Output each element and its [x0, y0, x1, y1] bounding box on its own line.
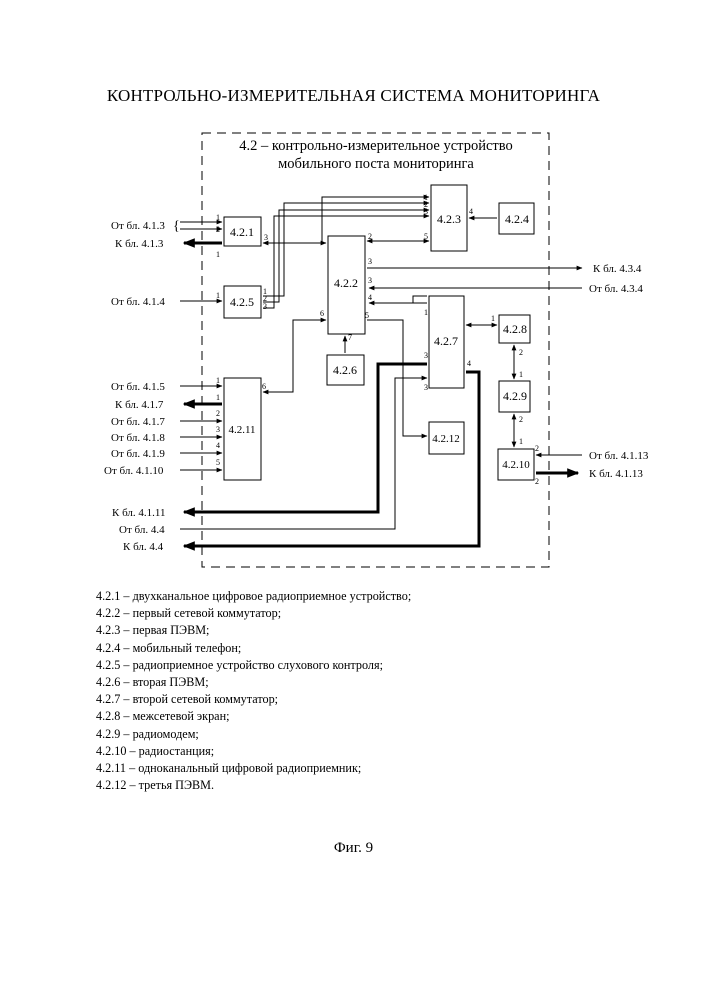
block-label: 4.2.2 [334, 276, 358, 290]
brace: { [173, 219, 180, 234]
port-number: 2 [216, 225, 220, 234]
block-label: 4.2.1 [230, 225, 254, 239]
legend-item: 4.2.6 – вторая ПЭВМ; [96, 674, 411, 691]
port-number: 4 [368, 293, 372, 302]
block-label: 4.2.9 [503, 389, 527, 403]
legend-item: 4.2.4 – мобильный телефон; [96, 640, 411, 657]
port-number: 5 [424, 232, 428, 241]
port-number: 1 [519, 370, 523, 379]
port-number: 3 [216, 425, 220, 434]
port-number: 4 [467, 359, 471, 368]
legend-item: 4.2.10 – радиостанция; [96, 743, 411, 760]
port-number: 1 [216, 250, 220, 259]
port-number: 1 [216, 376, 220, 385]
label-to-417: К бл. 4.1.7 [115, 399, 164, 411]
label-to-413: К бл. 4.1.3 [115, 238, 164, 250]
block-label: 4.2.3 [437, 212, 461, 226]
label-from-417: От бл. 4.1.7 [111, 416, 165, 428]
port-number: 7 [348, 333, 352, 342]
label-from-4113: От бл. 4.1.13 [589, 450, 649, 462]
legend-list: 4.2.1 – двухканальное цифровое радиоприе… [96, 588, 411, 794]
legend-item: 4.2.7 – второй сетевой коммутатор; [96, 691, 411, 708]
label-from-434: От бл. 4.3.4 [589, 283, 643, 295]
label-to-44: К бл. 4.4 [123, 541, 164, 553]
port-number: 3 [368, 276, 372, 285]
block-4-2-7: 4.2.7 [429, 296, 464, 388]
block-label: 4.2.12 [432, 433, 460, 445]
port-number: 1 [424, 308, 428, 317]
port-number: 1 [519, 437, 523, 446]
port-number: 6 [262, 382, 266, 391]
legend-item: 4.2.5 – радиоприемное устройство слухово… [96, 657, 411, 674]
port-number: 2 [519, 348, 523, 357]
legend-item: 4.2.12 – третья ПЭВМ. [96, 777, 411, 794]
container-title-line2: мобильного поста мониторинга [278, 156, 474, 172]
block-diagram: 4.2 – контрольно-измерительное устройств… [0, 0, 707, 580]
block-label: 4.2.11 [228, 424, 255, 436]
block-label: 4.2.7 [434, 334, 458, 348]
port-number: 2 [535, 444, 539, 453]
legend-item: 4.2.1 – двухканальное цифровое радиоприе… [96, 588, 411, 605]
block-4-2-6: 4.2.6 [327, 355, 364, 385]
port-number: 2 [519, 415, 523, 424]
port-number: 3 [424, 351, 428, 360]
label-from-418: От бл. 4.1.8 [111, 432, 165, 444]
legend-item: 4.2.2 – первый сетевой коммутатор; [96, 605, 411, 622]
block-label: 4.2.5 [230, 295, 254, 309]
block-4-2-11: 4.2.11 [224, 378, 261, 480]
port-number: 3 [264, 233, 268, 242]
label-to-434: К бл. 4.3.4 [593, 263, 642, 275]
port-number: 5 [216, 458, 220, 467]
legend-item: 4.2.8 – межсетевой экран; [96, 708, 411, 725]
port-number: 6 [320, 309, 324, 318]
label-from-44: От бл. 4.4 [119, 524, 165, 536]
port-number: 2 [216, 409, 220, 418]
label-from-4110: От бл. 4.1.10 [104, 465, 164, 477]
block-4-2-1: 4.2.1 [224, 217, 261, 246]
port-number: 2 [535, 477, 539, 486]
label-from-413: От бл. 4.1.3 [111, 220, 165, 232]
block-4-2-12: 4.2.12 [429, 422, 464, 454]
label-to-4111: К бл. 4.1.11 [112, 507, 166, 519]
port-number: 5 [365, 311, 369, 320]
label-from-419: От бл. 4.1.9 [111, 448, 165, 460]
legend-item: 4.2.9 – радиомодем; [96, 726, 411, 743]
legend-item: 4.2.3 – первая ПЭВМ; [96, 622, 411, 639]
figure-caption: Фиг. 9 [0, 840, 707, 857]
label-from-414: От бл. 4.1.4 [111, 296, 165, 308]
container-title-line1: 4.2 – контрольно-измерительное устройств… [239, 138, 512, 154]
port-number: 2 [368, 232, 372, 241]
port-number: 4 [469, 207, 473, 216]
port-number: 3 [424, 207, 428, 216]
port-number: 3 [424, 383, 428, 392]
label-from-415: От бл. 4.1.5 [111, 381, 165, 393]
block-4-2-3: 4.2.3 [431, 185, 467, 251]
port-number: 1 [216, 393, 220, 402]
port-number: 1 [216, 213, 220, 222]
block-4-2-4: 4.2.4 [499, 203, 534, 234]
block-label: 4.2.8 [503, 322, 527, 336]
port-number: 1 [491, 314, 495, 323]
block-4-2-5: 4.2.5 [224, 286, 261, 318]
label-to-4113: К бл. 4.1.13 [589, 468, 643, 480]
port-number: 3 [263, 302, 267, 311]
port-number: 3 [368, 257, 372, 266]
port-number: 4 [216, 441, 220, 450]
port-number: 1 [216, 291, 220, 300]
block-label: 4.2.10 [502, 459, 530, 471]
block-4-2-8: 4.2.8 [499, 315, 530, 343]
block-label: 4.2.6 [333, 363, 357, 377]
block-4-2-9: 4.2.9 [499, 381, 530, 412]
container-4-2 [202, 133, 549, 567]
block-label: 4.2.4 [505, 212, 529, 226]
legend-item: 4.2.11 – одноканальный цифровой радиопри… [96, 760, 411, 777]
block-4-2-2: 4.2.2 [328, 236, 365, 334]
block-4-2-10: 4.2.10 [498, 449, 534, 480]
